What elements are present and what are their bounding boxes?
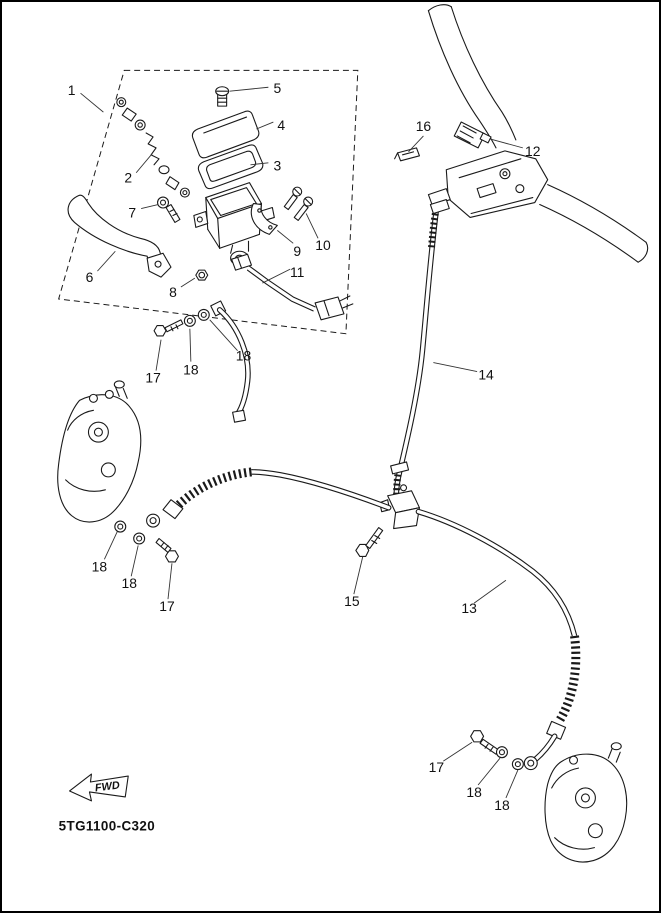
mc-banjo-bolt-part17 [153, 319, 184, 337]
part-label-11: 11 [290, 264, 305, 280]
left-brake-hose [146, 466, 392, 528]
mc-hose-stub [210, 300, 251, 423]
piston-kit-part2 [116, 97, 190, 198]
fwd-label: FWD [94, 779, 120, 794]
part-label-18: 18 [494, 797, 510, 813]
left-banjo-bolt-part17 [155, 537, 179, 563]
part-label-17: 17 [429, 759, 445, 775]
brake-hose-part13 [415, 508, 581, 771]
part-label-9: 9 [293, 243, 301, 259]
handlebar [427, 4, 649, 263]
part-label-18: 18 [183, 361, 199, 377]
part-label-7: 7 [128, 204, 136, 220]
hose-clamp-part16 [394, 147, 421, 162]
reservoir-screw-part5 [215, 86, 230, 107]
part-label-17: 17 [159, 598, 175, 614]
pivot-nut-part8 [195, 269, 209, 281]
union-bolt-part15 [355, 527, 384, 557]
part-label-5: 5 [273, 80, 281, 96]
pivot-bolt-part7 [157, 196, 181, 223]
holder-clamp-part9 [250, 202, 278, 235]
leader-lines [80, 86, 523, 799]
part-label-18: 18 [92, 558, 108, 574]
part-label-18: 18 [466, 784, 482, 800]
reservoir-cap-part4 [191, 110, 260, 159]
part-label-12: 12 [525, 143, 541, 159]
fwd-arrow: FWD [69, 773, 129, 802]
hose-fitting-part12 [453, 121, 492, 149]
diagram-code: 5TG1100-C320 [59, 819, 155, 834]
mc-washers-part18 [183, 308, 210, 327]
left-caliper [57, 380, 142, 523]
part-label-8: 8 [169, 284, 177, 300]
brake-hose-part14 [390, 188, 451, 507]
clamp-screws-part10 [283, 186, 314, 221]
brake-lever-part6 [67, 194, 172, 278]
brake-switch-part11 [231, 253, 354, 321]
part-label-3: 3 [273, 158, 281, 174]
part-label-16: 16 [416, 118, 432, 134]
right-banjo-washers-part18 [495, 746, 524, 771]
part-label-14: 14 [478, 366, 494, 382]
fwd-arrow-shape [69, 773, 129, 802]
right-banjo-bolt-part17 [470, 730, 500, 755]
part-label-10: 10 [315, 237, 331, 253]
part-label-1: 1 [68, 82, 76, 98]
part-label-18: 18 [236, 348, 252, 364]
part-label-18: 18 [121, 575, 137, 591]
part-label-2: 2 [124, 170, 132, 186]
part-label-4: 4 [277, 117, 285, 133]
part-label-6: 6 [86, 269, 94, 285]
right-caliper [544, 742, 628, 863]
part-label-13: 13 [461, 600, 477, 616]
part-label-15: 15 [344, 593, 360, 609]
part-label-17: 17 [145, 369, 161, 385]
diaphragm-part3 [197, 144, 264, 190]
left-banjo-washers-part18 [114, 520, 146, 545]
